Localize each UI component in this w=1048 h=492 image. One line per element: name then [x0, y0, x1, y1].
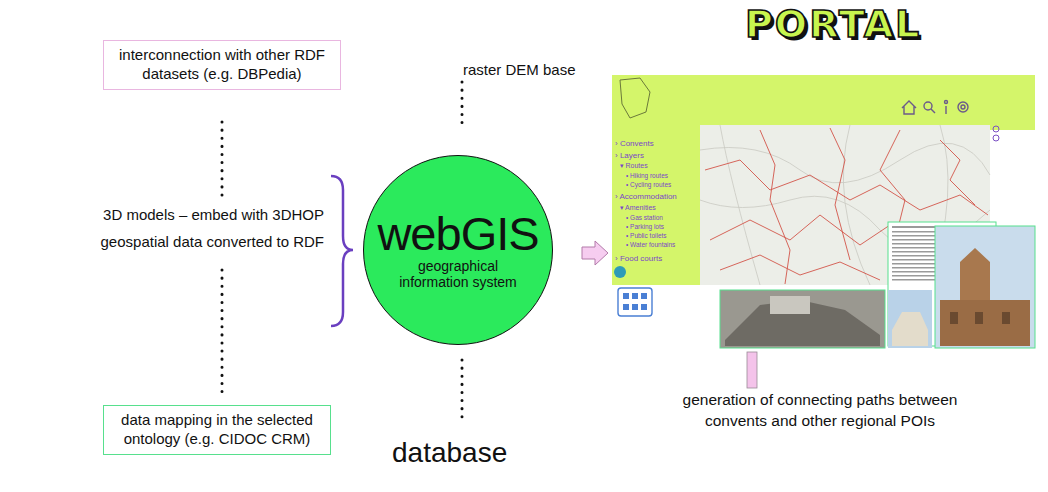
menu-item: • Cycling routes — [626, 181, 671, 189]
menu-item: • Gas station — [626, 214, 663, 222]
dotted-line — [221, 122, 224, 195]
dotted-line — [461, 82, 464, 128]
block-arrow — [582, 241, 608, 265]
dotted-line — [221, 270, 224, 392]
dotted-line — [461, 360, 464, 422]
portal-screenshot — [612, 75, 1035, 348]
rdf-box: interconnection with other RDF datasets … — [103, 40, 341, 90]
data-label: raster DEM base — [463, 61, 576, 79]
data-label: geospatial data converted to RDF — [101, 233, 324, 251]
menu-item: • Parking lots — [626, 223, 664, 231]
webgis-circle: webGISgeographical information system — [363, 155, 553, 345]
menu-item: ▾ Routes — [620, 162, 648, 170]
curly-brace — [331, 176, 353, 326]
menu-item: › Layers — [615, 151, 644, 161]
database-label: database — [392, 436, 507, 470]
node-text: data mapping in the selected ontology (e… — [110, 411, 324, 449]
menu-item: › Convents — [615, 139, 654, 149]
ontology-box: data mapping in the selected ontology (e… — [103, 405, 331, 455]
node-subtext: geographical information system — [393, 259, 523, 290]
menu-item: • Hiking routes — [626, 172, 668, 180]
data-label: 3D models – embed with 3DHOP — [103, 206, 324, 224]
menu-item: ▾ Amenities — [620, 204, 656, 212]
menu-item: › Food courts — [615, 254, 662, 264]
menu-item: • Public toilets — [626, 232, 667, 240]
node-text: webGIS — [377, 210, 538, 257]
pink-bar — [747, 352, 757, 388]
menu-item: • Water fountains — [626, 241, 675, 249]
note-text: generation of connecting paths between c… — [675, 390, 965, 432]
portal-title: PORTAL — [745, 2, 921, 48]
node-text: interconnection with other RDF datasets … — [110, 46, 334, 84]
menu-item: › Accommodation — [615, 192, 677, 202]
